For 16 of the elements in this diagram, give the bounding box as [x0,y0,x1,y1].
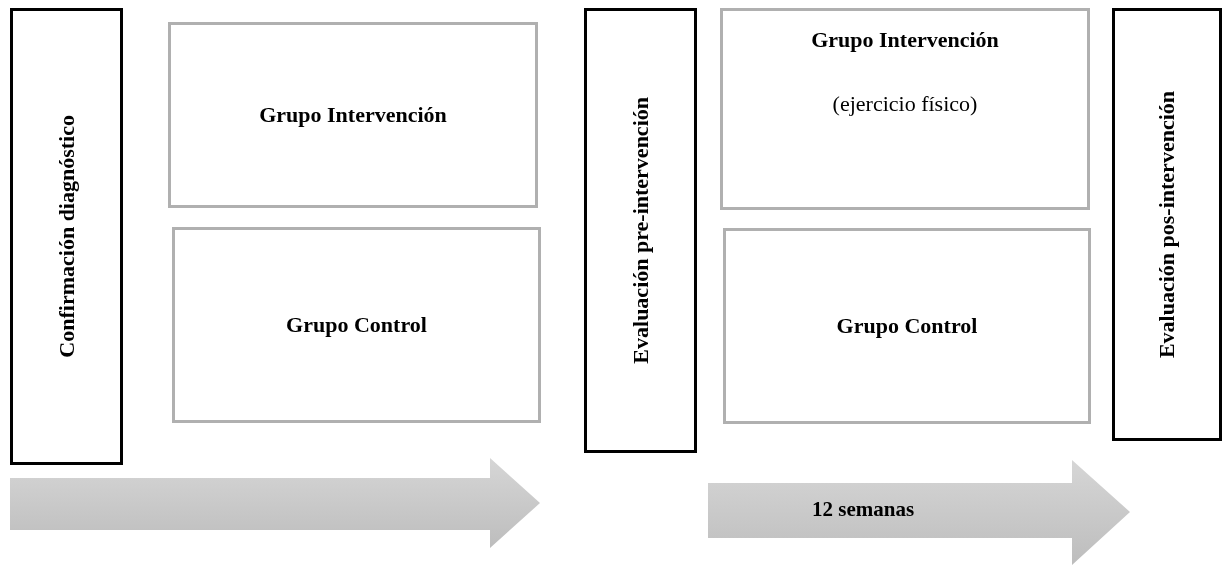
group-title: Grupo Control [286,312,427,338]
group-title: Grupo Intervención [259,102,447,128]
group-title: Grupo Control [836,313,978,339]
group-subtitle: (ejercicio físico) [832,91,978,117]
group-title: Grupo Intervención [811,27,999,53]
group-box [720,8,1090,210]
stage-title: Confirmación diagnóstico [53,115,80,358]
stage-title: Evaluación pre-intervención [627,97,654,364]
duration-label: 12 semanas [812,497,915,522]
stage-box [1112,8,1222,441]
stage-box [10,8,123,465]
group-box [168,22,538,208]
group-box [723,228,1091,424]
group-box [172,227,541,423]
stage-title: Evaluación pos-intervención [1154,90,1180,359]
stage-box [584,8,697,453]
